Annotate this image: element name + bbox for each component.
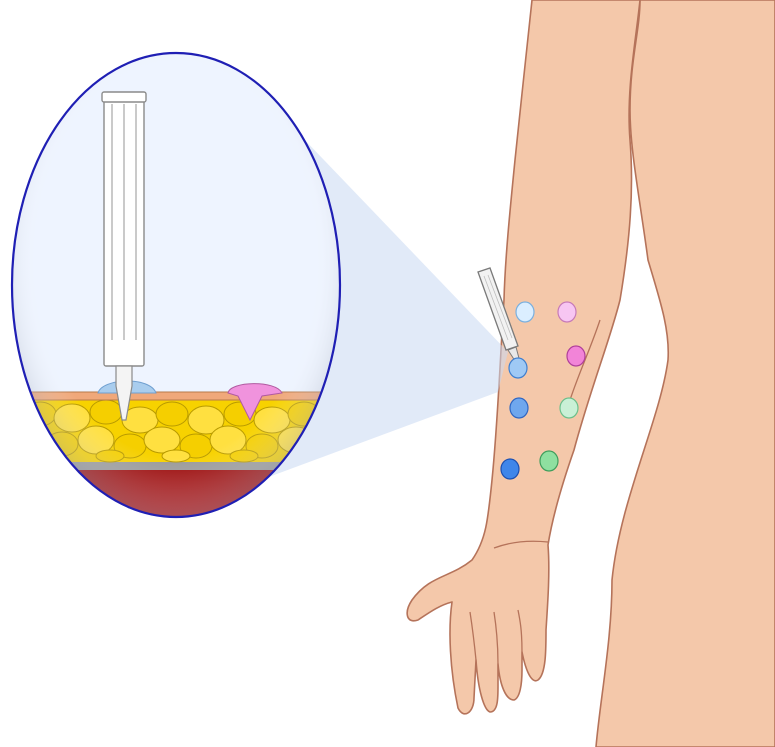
test-spot xyxy=(509,358,527,378)
test-spot xyxy=(567,346,585,366)
magnifier-lens-icon xyxy=(0,53,360,548)
test-spot xyxy=(516,302,534,322)
test-spot xyxy=(558,302,576,322)
fat-cell xyxy=(12,427,48,453)
test-spot xyxy=(540,451,558,471)
test-spot xyxy=(501,459,519,479)
test-spot xyxy=(560,398,578,418)
fat-cell xyxy=(36,450,64,462)
test-spot xyxy=(510,398,528,418)
